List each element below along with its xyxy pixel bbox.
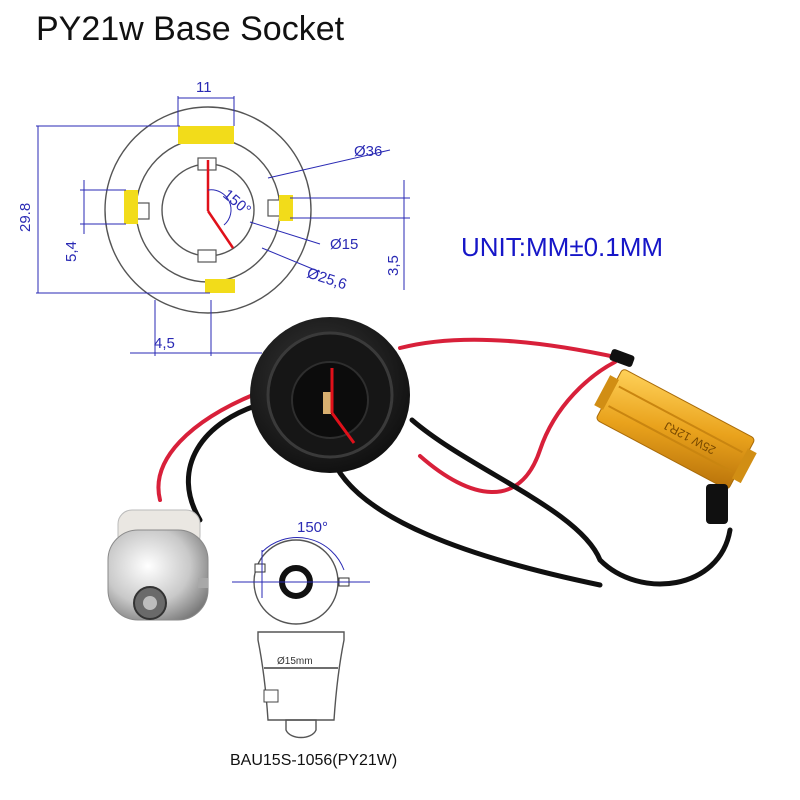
dim-diameter-25-6: Ø25,6 (305, 265, 349, 294)
bulb-contact-tip (143, 596, 157, 610)
bulb-pin (198, 578, 208, 588)
load-resistor: 25W 12RJ (594, 349, 757, 524)
dim-height-29-8: 29.8 (17, 203, 34, 232)
page-title: PY21w Base Socket (36, 10, 345, 48)
bulb-diagram-pin-left (254, 563, 266, 573)
dim-width-11: 11 (196, 79, 212, 96)
contact-pin-left (124, 190, 138, 224)
heat-shrink-bottom (706, 484, 728, 524)
socket-notch-right (267, 199, 281, 217)
socket-photo (250, 317, 410, 473)
red-wire-left (156, 390, 262, 502)
angle-arc (207, 189, 232, 226)
dim-offset-3-5: 3,5 (385, 255, 402, 276)
socket-contact (323, 392, 331, 414)
resistor-tab-left (594, 375, 619, 410)
bulb-model-caption: BAU15S-1056(PY21W) (230, 752, 398, 769)
dim-angle-150: 150° (219, 186, 254, 219)
black-wire-middle (327, 449, 603, 588)
bulb-technical-diagram: 150° Ø15mm (232, 519, 370, 739)
bulb-diagram-side-pin (263, 689, 279, 703)
dim-diameter-15: Ø15 (330, 236, 358, 253)
bulb-diagram-profile (257, 631, 345, 721)
socket-outer-ring (104, 106, 312, 314)
contact-pin-right (279, 195, 293, 221)
bau15s-bulb (107, 509, 209, 621)
bulb-diagram-tip (285, 719, 317, 739)
angle-indicator-diagonal (206, 210, 235, 249)
heat-shrink-top (609, 349, 635, 367)
black-wire-right (409, 417, 733, 587)
contact-pin-top (178, 126, 234, 144)
resistor-tab-right (731, 448, 757, 484)
dim-diameter-36: Ø36 (354, 143, 382, 160)
socket-angle-line-diagonal (330, 412, 356, 444)
contact-pin-bottom (205, 279, 235, 293)
black-wire-left (185, 399, 271, 523)
red-wire-top (398, 337, 622, 360)
socket-notch-bottom (197, 249, 217, 263)
socket-notch-left (136, 202, 150, 220)
dim-offset-4-5: 4,5 (154, 335, 175, 352)
unit-note: UNIT:MM±0.1MM (461, 232, 664, 262)
wiring (156, 337, 733, 588)
bulb-diagram-diameter: Ø15mm (277, 656, 313, 667)
bulb-base (107, 529, 209, 621)
bulb-diagram-angle: 150° (297, 519, 328, 536)
dim-offset-5-4: 5,4 (63, 241, 80, 262)
red-wire-loop (418, 360, 617, 494)
socket-dimension-drawing: 11 Ø36 29.8 150° Ø15 Ø25,6 5,4 3,5 4,5 (17, 79, 410, 356)
bulb-diagram-angle-arc (261, 537, 345, 571)
